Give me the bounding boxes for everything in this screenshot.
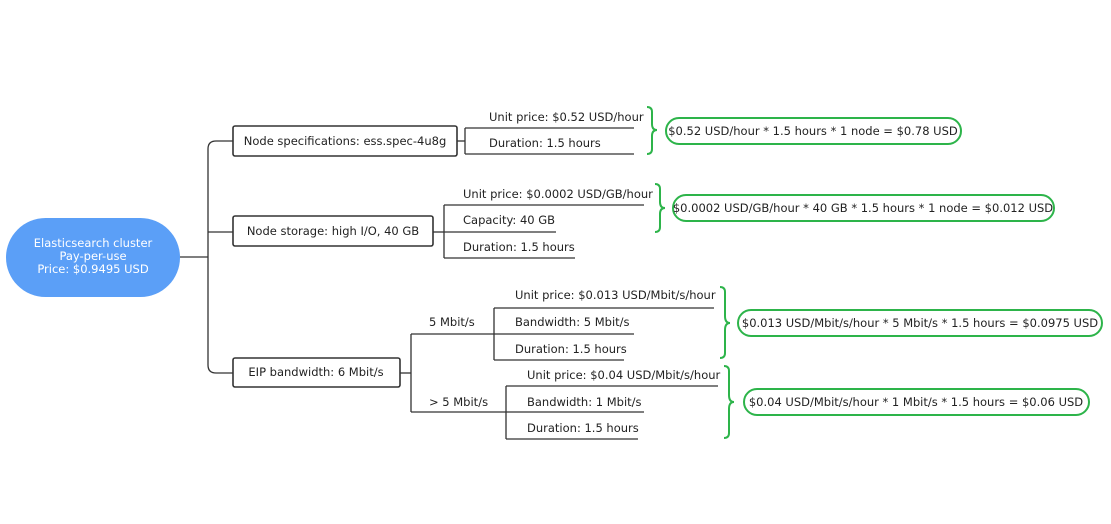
spec-result-box — [665, 117, 962, 145]
tier1-item-duration: Duration: 1.5 hours — [515, 342, 627, 356]
storage-result: $0.0002 USD/GB/hour * 40 GB * 1.5 hours … — [672, 194, 1055, 222]
spec-result-text: $0.52 USD/hour * 1.5 hours * 1 node = $0… — [668, 124, 958, 138]
root-title: Elasticsearch cluster — [34, 236, 153, 250]
tier2-item-unit-price: Unit price: $0.04 USD/Mbit/s/hour — [527, 368, 721, 382]
spec-label: Node specifications: ess.spec-4u8g — [244, 134, 447, 148]
tier2-result-text: $0.04 USD/Mbit/s/hour * 1 Mbit/s * 1.5 h… — [749, 395, 1083, 409]
eip-label: EIP bandwidth: 6 Mbit/s — [248, 365, 383, 379]
tier2-result: $0.04 USD/Mbit/s/hour * 1 Mbit/s * 1.5 h… — [743, 388, 1090, 416]
storage-item-duration: Duration: 1.5 hours — [463, 240, 575, 254]
spec-result: $0.52 USD/hour * 1.5 hours * 1 node = $0… — [665, 117, 962, 145]
tier2-item-bandwidth: Bandwidth: 1 Mbit/s — [527, 395, 642, 409]
storage-box — [232, 215, 434, 247]
storage-node: Node storage: high I/O, 40 GB — [232, 215, 434, 247]
tier1-result: $0.013 USD/Mbit/s/hour * 5 Mbit/s * 1.5 … — [737, 309, 1103, 337]
spec-brace — [646, 106, 658, 155]
tier2-item-duration: Duration: 1.5 hours — [527, 421, 639, 435]
root-node: Elasticsearch cluster Pay-per-use Price:… — [6, 218, 180, 297]
root-mode: Pay-per-use — [59, 249, 126, 263]
spec-item-unit-price: Unit price: $0.52 USD/hour — [489, 110, 644, 124]
storage-item-unit-price: Unit price: $0.0002 USD/GB/hour — [463, 187, 653, 201]
tier2-result-box — [743, 388, 1090, 416]
storage-item-capacity: Capacity: 40 GB — [463, 213, 555, 227]
tier1-item-bandwidth: Bandwidth: 5 Mbit/s — [515, 315, 630, 329]
spec-node: Node specifications: ess.spec-4u8g — [232, 125, 458, 157]
storage-brace — [654, 183, 666, 233]
tier2-label: > 5 Mbit/s — [429, 395, 488, 409]
spec-box — [232, 125, 458, 157]
tier1-result-text: $0.013 USD/Mbit/s/hour * 5 Mbit/s * 1.5 … — [742, 316, 1098, 330]
tier1-brace — [719, 286, 731, 359]
spec-item-duration: Duration: 1.5 hours — [489, 136, 601, 150]
connectors — [180, 127, 718, 440]
root-ellipse — [6, 218, 180, 297]
root-price: Price: $0.9495 USD — [37, 262, 149, 276]
tier1-result-box — [737, 309, 1103, 337]
eip-node: EIP bandwidth: 6 Mbit/s — [232, 357, 401, 388]
tier1-label: 5 Mbit/s — [429, 315, 475, 329]
tier1-item-unit-price: Unit price: $0.013 USD/Mbit/s/hour — [515, 288, 716, 302]
tier2-brace — [723, 365, 735, 439]
storage-result-text: $0.0002 USD/GB/hour * 40 GB * 1.5 hours … — [673, 201, 1053, 215]
storage-label: Node storage: high I/O, 40 GB — [247, 224, 419, 238]
trunk-line — [207, 140, 233, 374]
eip-box — [232, 357, 401, 388]
braces — [646, 106, 735, 439]
storage-result-box — [672, 194, 1055, 222]
